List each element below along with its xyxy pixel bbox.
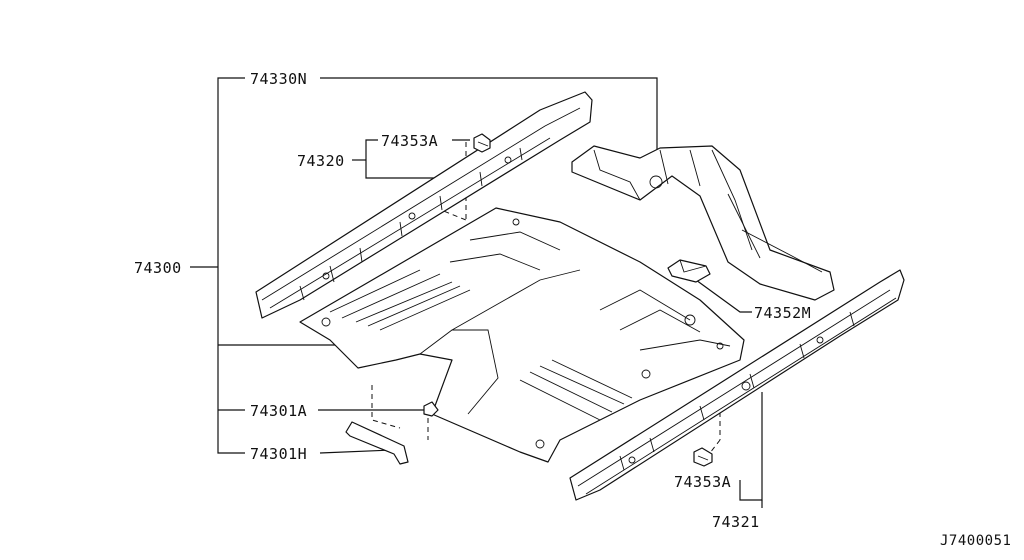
label-74300: 74300: [134, 259, 182, 277]
diagram-code: J7400051: [940, 533, 1011, 549]
label-74352M: 74352M: [754, 304, 811, 322]
label-74353A-bottom: 74353A: [674, 473, 731, 491]
bolt-74353A-top: [473, 133, 491, 153]
bracket-74301H: [345, 421, 409, 465]
label-74353A-top: 74353A: [381, 132, 438, 150]
bracket-74352M: [667, 259, 711, 283]
label-74301A: 74301A: [250, 402, 307, 420]
front-side-member-74320: [255, 91, 593, 319]
label-74330N: 74330N: [250, 70, 307, 88]
label-74301H: 74301H: [250, 445, 307, 463]
clip-74301A: [423, 401, 439, 417]
sill-74321: [569, 269, 905, 501]
floor-pan-74300: [299, 207, 745, 463]
rear-rail-74330N: [571, 145, 835, 301]
part-labels: 74330N 74353A 74320 74300 74352M 74301A …: [134, 70, 1011, 549]
label-74321: 74321: [712, 513, 760, 531]
label-74320: 74320: [297, 152, 345, 170]
leader-lines: [190, 77, 763, 508]
bolt-74353A-bottom: [693, 447, 713, 467]
